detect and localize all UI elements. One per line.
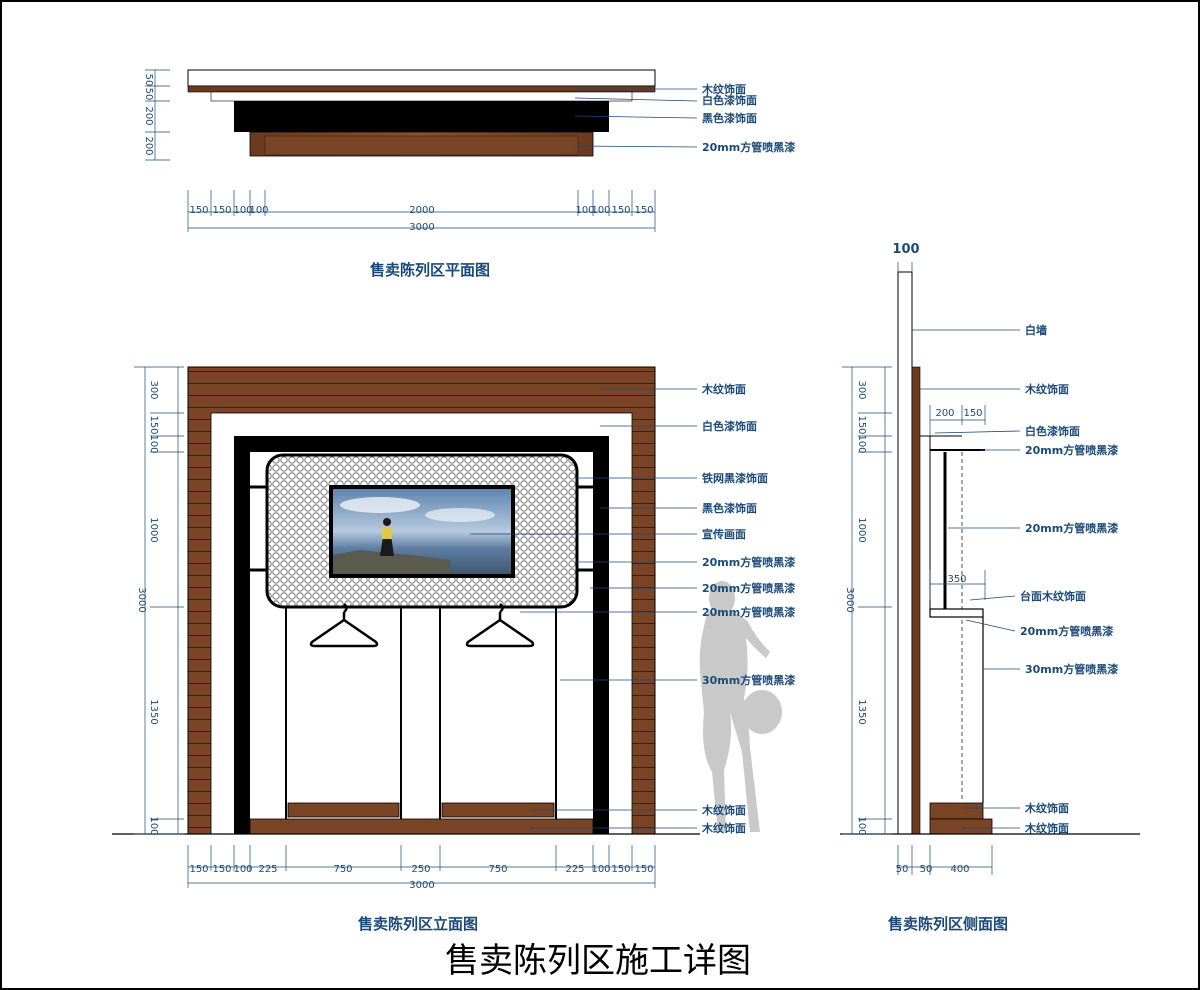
side-label-3: 20mm方管喷黑漆 (1025, 443, 1118, 457)
elev-dim-h-6: 750 (488, 864, 507, 875)
elev-label-7: 20mm方管喷黑漆 (702, 605, 795, 619)
elev-label-3: 黑色漆饰面 (702, 501, 757, 515)
plan-dim-h-4: 2000 (409, 205, 434, 216)
side-dim-v-total: 3000 (844, 587, 855, 612)
side-dim-mid: 350 (947, 574, 966, 585)
elev-label-0: 木纹饰面 (701, 382, 746, 396)
plan-dim-v-1: 50 (143, 88, 154, 101)
side-dim-v-3: 1000 (856, 517, 867, 542)
side-dim-v-5: 100 (856, 816, 867, 835)
elev-label-9: 木纹饰面 (701, 803, 746, 817)
elev-dim-v-2: 100 (148, 434, 159, 453)
side-dim-top-0: 200 (935, 408, 954, 419)
elev-dim-v-0: 300 (148, 380, 159, 399)
plan-dim-h-0: 150 (189, 205, 208, 216)
side-dim-v-0: 300 (856, 380, 867, 399)
side-label-9: 木纹饰面 (1024, 821, 1069, 835)
elev-dim-h-4: 750 (333, 864, 352, 875)
side-label-0: 白墙 (1025, 323, 1047, 337)
plan-label-2: 黑色漆饰面 (702, 111, 757, 125)
side-top-dim: 100 (892, 242, 919, 257)
side-title: 售卖陈列区侧面图 (888, 915, 1008, 933)
plan-label-3: 20mm方管喷黑漆 (702, 140, 795, 154)
plan-dim-h-3: 100 (249, 205, 268, 216)
side-view: 100 300 150 100 1000 1350 100 (840, 242, 1140, 933)
plan-dim-v-3: 200 (143, 136, 154, 155)
plan-dim-h-6: 100 (591, 205, 610, 216)
elev-dim-h-5: 250 (411, 864, 430, 875)
elev-dim-h-8: 100 (591, 864, 610, 875)
elev-dim-h-2: 100 (233, 864, 252, 875)
elev-dim-v-5: 100 (148, 816, 159, 835)
elev-label-10: 木纹饰面 (701, 821, 746, 835)
side-label-1: 木纹饰面 (1024, 382, 1069, 396)
plan-dim-h-5: 100 (575, 205, 594, 216)
elev-label-2: 铁网黑漆饰面 (702, 471, 768, 485)
main-title: 售卖陈列区施工详图 (445, 941, 751, 981)
elev-dim-v-1: 150 (148, 415, 159, 434)
side-dim-top-1: 150 (963, 408, 982, 419)
plan-dim-v-0: 50 (143, 74, 154, 87)
elev-title: 售卖陈列区立面图 (358, 915, 478, 933)
side-dim-v-4: 1350 (856, 699, 867, 724)
plan-dim-total: 3000 (409, 222, 434, 233)
side-label-4: 20mm方管喷黑漆 (1025, 521, 1118, 535)
elev-label-4: 宣传画面 (702, 527, 746, 541)
side-label-7: 30mm方管喷黑漆 (1025, 662, 1118, 676)
side-dim-v-1: 150 (856, 415, 867, 434)
hanger-icon (309, 603, 379, 648)
elev-label-8: 30mm方管喷黑漆 (702, 673, 795, 687)
elev-dim-total: 3000 (409, 880, 434, 891)
side-dim-bottom-1: 50 (920, 864, 933, 875)
plan-label-0: 木纹饰面 (701, 82, 746, 96)
side-label-6: 20mm方管喷黑漆 (1020, 624, 1113, 638)
side-dim-bottom-0: 50 (896, 864, 909, 875)
elev-label-6: 20mm方管喷黑漆 (702, 581, 795, 595)
elev-dim-h-7: 225 (565, 864, 584, 875)
side-label-5: 台面木纹饰面 (1020, 589, 1086, 603)
plan-dim-h-1: 150 (212, 205, 231, 216)
plan-dim-h-7: 150 (611, 205, 630, 216)
plan-label-1: 白色漆饰面 (702, 93, 757, 107)
side-dim-v-2: 100 (856, 434, 867, 453)
elev-dim-h-3: 225 (258, 864, 277, 875)
elev-dim-h-0: 150 (189, 864, 208, 875)
plan-dim-h-2: 100 (233, 205, 252, 216)
elev-label-1: 白色漆饰面 (702, 419, 757, 433)
hanger-icon (465, 603, 535, 648)
plan-view: 50 50 200 200 150 150 100 100 2000 100 1… (143, 69, 795, 279)
person-silhouette-icon (699, 581, 782, 832)
plan-dim-v-2: 200 (143, 106, 154, 125)
elev-dim-v-total: 3000 (136, 587, 147, 612)
plan-title: 售卖陈列区平面图 (370, 261, 490, 279)
elev-dim-h-9: 150 (611, 864, 630, 875)
side-label-2: 白色漆饰面 (1025, 424, 1080, 438)
elev-dim-h-1: 150 (212, 864, 231, 875)
elev-dim-v-3: 1000 (148, 517, 159, 542)
side-label-8: 木纹饰面 (1024, 801, 1069, 815)
elev-label-5: 20mm方管喷黑漆 (702, 555, 795, 569)
elev-dim-h-10: 150 (634, 864, 653, 875)
elev-dim-v-4: 1350 (148, 699, 159, 724)
side-dim-bottom-2: 400 (950, 864, 969, 875)
plan-dim-h-8: 150 (634, 205, 653, 216)
elevation-view: 300 150 100 1000 1350 100 3000 150 150 1… (112, 366, 795, 933)
